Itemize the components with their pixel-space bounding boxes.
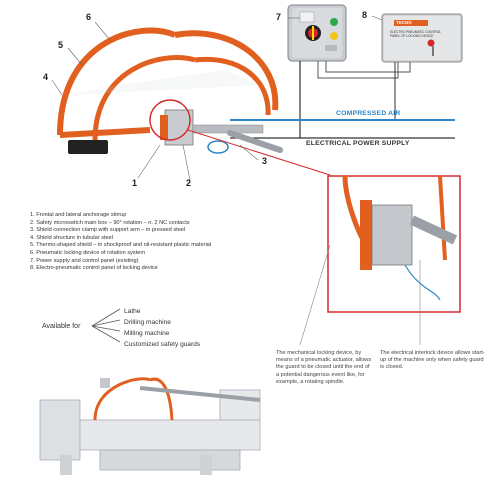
callout-7: 7 bbox=[276, 12, 282, 22]
component-legend: 1. Frontal and lateral anchorage stirrup… bbox=[30, 212, 300, 273]
callout-8: 8 bbox=[362, 10, 368, 20]
locking-caption: The mechanical locking device, by means … bbox=[276, 350, 372, 385]
available-item: Lathe bbox=[124, 308, 141, 315]
legend-item: 7. Power supply and control panel (exist… bbox=[30, 257, 139, 264]
available-item: Customized safety guards bbox=[124, 341, 201, 348]
available-for-label: Available for bbox=[42, 323, 81, 330]
safety-guard bbox=[57, 27, 279, 154]
interlock-caption: The electrical interlock device allows s… bbox=[380, 350, 485, 371]
lathe-illustration bbox=[39, 377, 261, 475]
panel8-brand: TECNO bbox=[396, 20, 412, 25]
callout-6: 6 bbox=[86, 12, 92, 22]
leader-lines bbox=[51, 15, 383, 181]
power-control-panel bbox=[287, 4, 347, 62]
detail-view bbox=[299, 175, 461, 346]
panel8-text: ELECTRO PNEUMATIC CONTROL PANEL OF LOCKI… bbox=[390, 30, 441, 38]
callout-1: 1 bbox=[132, 178, 138, 188]
electro-pneumatic-panel bbox=[381, 13, 463, 63]
legend-item: 2. Safety microswitch main box – 90° rot… bbox=[30, 219, 190, 226]
legend-item: 4. Shield structure in tubular steel bbox=[30, 234, 114, 241]
callout-4: 4 bbox=[43, 72, 49, 82]
legend-item: 1. Frontal and lateral anchorage stirrup bbox=[30, 212, 127, 218]
locking-assembly bbox=[149, 99, 331, 176]
electrical-supply-label: ELECTRICAL POWER SUPPLY bbox=[306, 140, 410, 147]
available-for-list: Lathe Drilling machine Milling machine C… bbox=[124, 306, 200, 350]
compressed-air-label: COMPRESSED AIR bbox=[336, 110, 401, 117]
available-item: Drilling machine bbox=[124, 319, 171, 326]
callout-2: 2 bbox=[186, 178, 192, 188]
wiring bbox=[230, 61, 455, 139]
legend-item: 6. Pneumatic locking device of rotation … bbox=[30, 249, 146, 256]
legend-item: 5. Thermo-shaped shield – in shockproof … bbox=[30, 242, 212, 249]
available-arrows bbox=[91, 308, 121, 343]
legend-item: 8. Electro-pneumatic control panel of lo… bbox=[30, 265, 158, 272]
callout-3: 3 bbox=[262, 156, 268, 166]
legend-item: 3. Shield connection clamp with support … bbox=[30, 227, 186, 234]
available-item: Milling machine bbox=[124, 330, 170, 337]
callout-5: 5 bbox=[58, 40, 64, 50]
